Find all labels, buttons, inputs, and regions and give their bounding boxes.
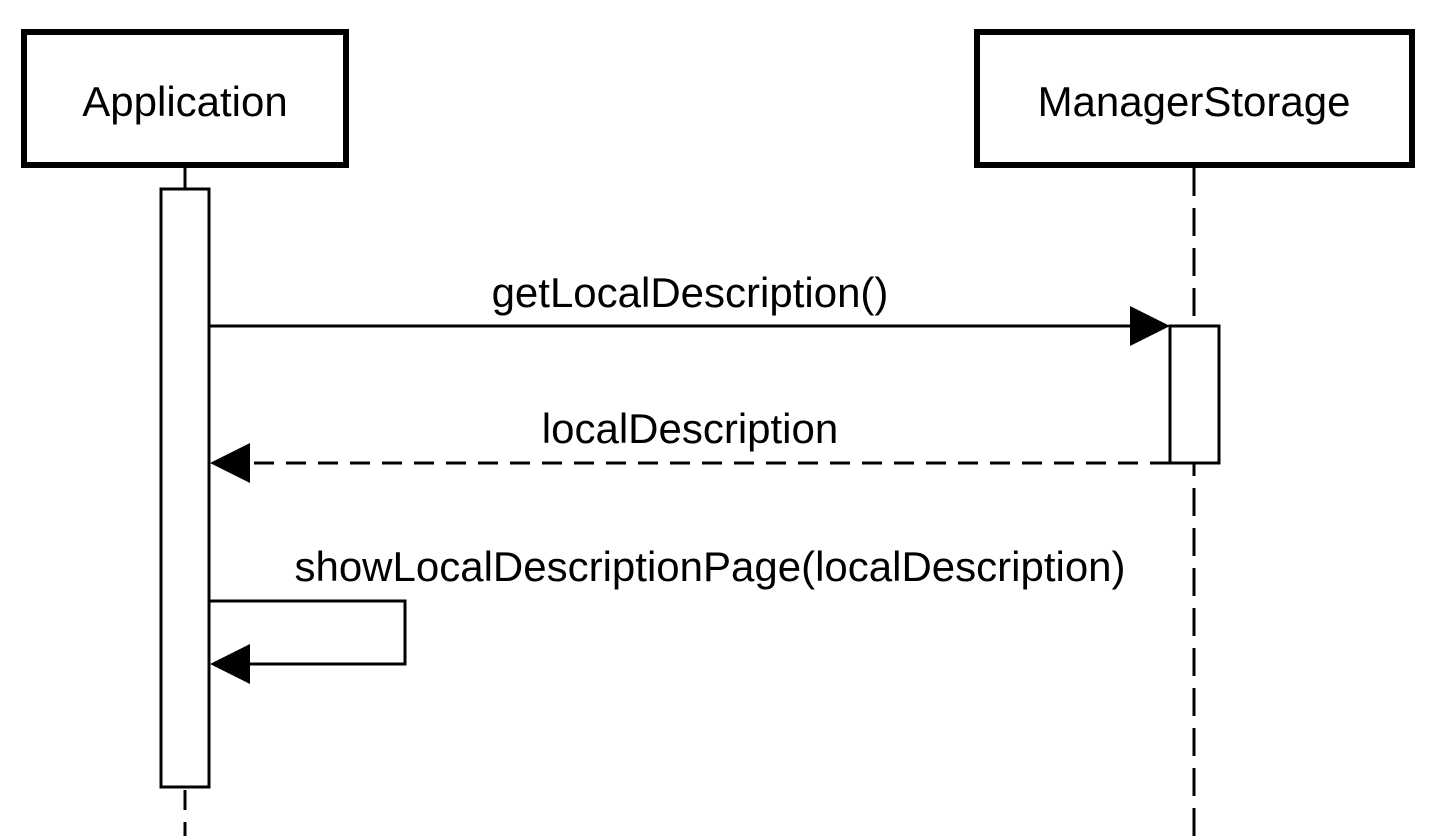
filled-arrowhead-icon — [210, 443, 250, 483]
participant-manager-storage-box — [974, 29, 1415, 168]
filled-arrowhead-icon — [1130, 306, 1170, 346]
activation-application — [159, 187, 211, 789]
message-show-local-description-page-label: showLocalDescriptionPage(localDescriptio… — [294, 543, 1125, 590]
message-get-local-description: getLocalDescription() — [209, 269, 1170, 346]
message-get-local-description-label: getLocalDescription() — [492, 269, 889, 316]
activation-manager-storage — [1168, 324, 1221, 465]
message-show-local-description-page-arrow — [209, 599, 407, 666]
filled-arrowhead-icon — [210, 644, 250, 684]
message-show-local-description-page: showLocalDescriptionPage(localDescriptio… — [209, 543, 1126, 684]
participant-manager-storage: ManagerStorage — [974, 29, 1415, 168]
participant-application: Application — [21, 29, 349, 168]
message-local-description: localDescription — [210, 405, 1170, 483]
message-local-description-label: localDescription — [542, 405, 838, 452]
participant-application-box — [21, 29, 349, 168]
participant-application-label: Application — [82, 78, 287, 125]
participant-manager-storage-label: ManagerStorage — [1038, 78, 1351, 125]
